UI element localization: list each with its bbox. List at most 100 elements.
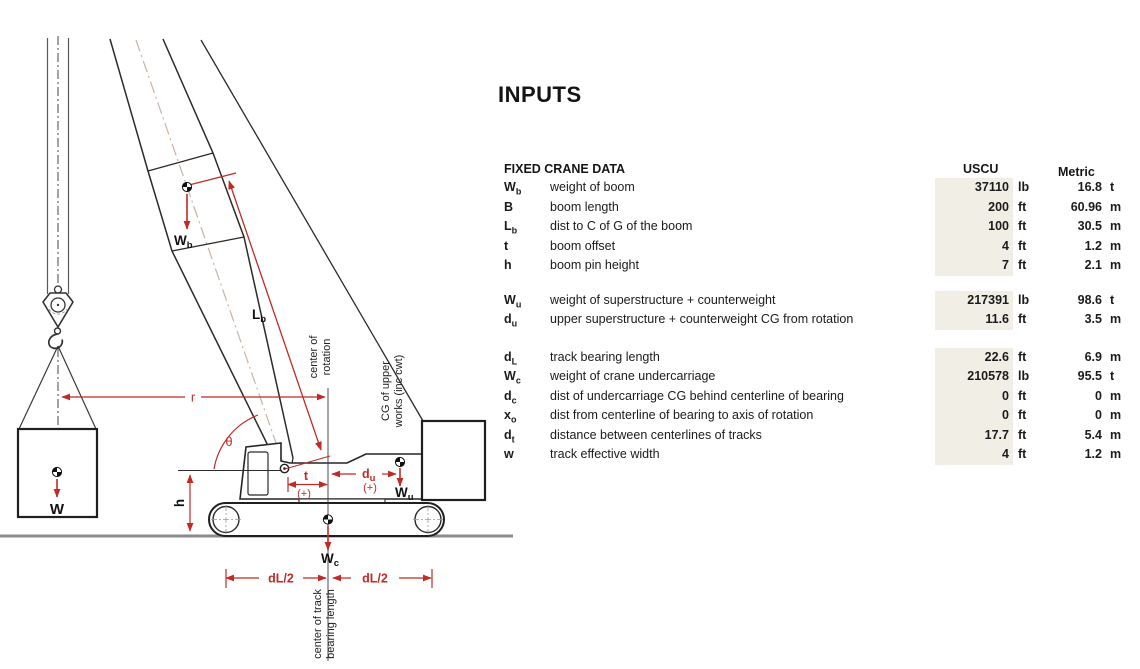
section-header: FIXED CRANE DATA	[504, 162, 626, 176]
metric-unit: m	[1110, 427, 1122, 442]
uscu-value-input-cell[interactable]: 7	[935, 256, 1013, 276]
table-row: dc dist of undercarriage CG behind cente…	[504, 386, 1140, 406]
metric-value: 0	[1095, 388, 1102, 403]
row-symbol: t	[504, 238, 509, 253]
table-row: Wu weight of superstructure + counterwei…	[504, 290, 1140, 310]
upper-cg-label: CG of upper	[380, 361, 392, 421]
hook-block	[42, 285, 74, 350]
center-of-rotation-label: center of	[308, 335, 320, 379]
uscu-value-input-cell[interactable]: 4	[935, 236, 1013, 256]
table-row: Wc weight of crane undercarriage 210578 …	[504, 367, 1140, 387]
uscu-column-header: USCU	[963, 162, 999, 176]
half-track-right-label: dL/2	[362, 572, 388, 586]
boom-offset-label: t	[304, 469, 309, 483]
row-symbol: dc	[504, 388, 517, 405]
uscu-value-input-cell[interactable]: 37110	[935, 178, 1013, 198]
table-row: h boom pin height 7 ft 2.1 m	[504, 256, 1140, 276]
boom-weight-label: Wb	[174, 233, 193, 251]
metric-value: 0	[1095, 408, 1102, 422]
uscu-value-input-cell[interactable]: 100	[935, 217, 1013, 237]
metric-unit: m	[1110, 312, 1122, 326]
boom-offset-plus: (+)	[297, 488, 311, 500]
upper-cg-dist-label: du	[362, 467, 376, 484]
boom-cg-dist-label: Lb	[252, 307, 266, 325]
metric-value: 3.5	[1084, 312, 1102, 326]
uscu-unit: lb	[1018, 180, 1030, 194]
row-symbol: Wb	[504, 180, 522, 197]
metric-value: 95.5	[1077, 369, 1102, 383]
uscu-unit: ft	[1018, 447, 1027, 461]
table-row: Lb dist to C of G of the boom 100 ft 30.…	[504, 217, 1140, 237]
row-description: upper superstructure + counterweight CG …	[550, 312, 854, 326]
load-box	[16, 427, 99, 519]
table-row: Wb weight of boom 37110 lb 16.8 t	[504, 178, 1140, 198]
track-cg-icon	[322, 514, 334, 525]
uscu-value-input-cell[interactable]: 0	[935, 386, 1013, 406]
metric-value: 1.2	[1084, 447, 1102, 461]
center-of-rotation-label2: rotation	[321, 339, 333, 376]
uscu-value-input-cell[interactable]: 210578	[935, 367, 1013, 387]
undercarriage-data-group: dL track bearing length 22.6 ft 6.9 m Wc…	[504, 347, 1140, 465]
row-symbol: Lb	[504, 219, 518, 236]
carrier-weight-label: Wc	[321, 551, 339, 569]
cab-window	[247, 451, 269, 496]
metric-value: 5.4	[1084, 427, 1102, 442]
uscu-value-input-cell[interactable]: 11.6	[935, 310, 1013, 330]
metric-unit: m	[1110, 258, 1122, 272]
metric-unit: m	[1110, 219, 1122, 233]
crane-diagram: W r θ Wb Lb center of rotation CG of upp…	[0, 36, 513, 661]
counterweight	[420, 419, 487, 502]
metric-value: 98.6	[1077, 292, 1102, 307]
row-description: dist from centerline of bearing to axis …	[550, 408, 814, 422]
row-description: weight of crane undercarriage	[550, 369, 716, 383]
boom-angle-label: θ	[225, 434, 232, 449]
uscu-unit: ft	[1018, 219, 1027, 233]
row-symbol: du	[504, 312, 518, 329]
table-row: du upper superstructure + counterweight …	[504, 310, 1140, 330]
boom-cg-icon	[181, 181, 193, 193]
load-cg-icon	[51, 466, 63, 478]
table-row: w track effective width 4 ft 1.2 m	[504, 445, 1140, 465]
center-of-track-label2: bearing length	[325, 589, 337, 659]
row-symbol: dL	[504, 349, 518, 366]
metric-unit: m	[1110, 447, 1122, 461]
row-description: weight of superstructure + counterweight	[550, 292, 776, 307]
uscu-unit: ft	[1018, 388, 1027, 403]
center-of-track-label: center of track	[312, 589, 324, 659]
table-row: t boom offset 4 ft 1.2 m	[504, 236, 1140, 256]
row-symbol: B	[504, 199, 514, 214]
page-title: INPUTS	[498, 82, 582, 107]
uscu-value-input-cell[interactable]: 17.7	[935, 425, 1013, 445]
hook-icon	[47, 333, 64, 350]
half-track-left-label: dL/2	[268, 572, 294, 586]
metric-unit: m	[1110, 408, 1122, 422]
uscu-value-input-cell[interactable]: 0	[935, 406, 1013, 426]
table-row: B boom length 200 ft 60.96 m	[504, 197, 1140, 217]
boom-data-group: Wb weight of boom 37110 lb 16.8 t B boom…	[504, 178, 1140, 276]
row-description: dist to C of G of the boom	[550, 219, 693, 233]
fixed-crane-data-table: FIXED CRANE DATA USCU Metric Wb weight o…	[504, 162, 1140, 465]
row-symbol: w	[504, 447, 514, 461]
load-weight-label: W	[50, 501, 65, 518]
uscu-value-input-cell[interactable]: 217391	[935, 290, 1013, 310]
hook-shackle	[53, 327, 62, 335]
metric-unit: t	[1110, 292, 1115, 307]
uscu-value-input-cell[interactable]: 200	[935, 197, 1013, 217]
metric-unit: t	[1110, 180, 1115, 194]
pin-reference-line	[284, 455, 331, 470]
boom	[109, 38, 294, 475]
row-symbol: h	[504, 258, 512, 272]
uscu-value-input-cell[interactable]: 22.6	[935, 347, 1013, 367]
metric-value: 60.96	[1070, 199, 1102, 214]
metric-unit: m	[1110, 388, 1122, 403]
metric-column-header: Metric	[1058, 165, 1095, 179]
row-symbol: Wc	[504, 369, 521, 386]
table-row: xo dist from centerline of bearing to ax…	[504, 406, 1140, 426]
uscu-unit: ft	[1018, 312, 1027, 326]
uscu-value-input-cell[interactable]: 4	[935, 445, 1013, 465]
row-description: distance between centerlines of tracks	[550, 427, 762, 442]
uscu-unit: ft	[1018, 408, 1027, 422]
uscu-unit: ft	[1018, 427, 1027, 442]
metric-unit: m	[1110, 199, 1122, 214]
